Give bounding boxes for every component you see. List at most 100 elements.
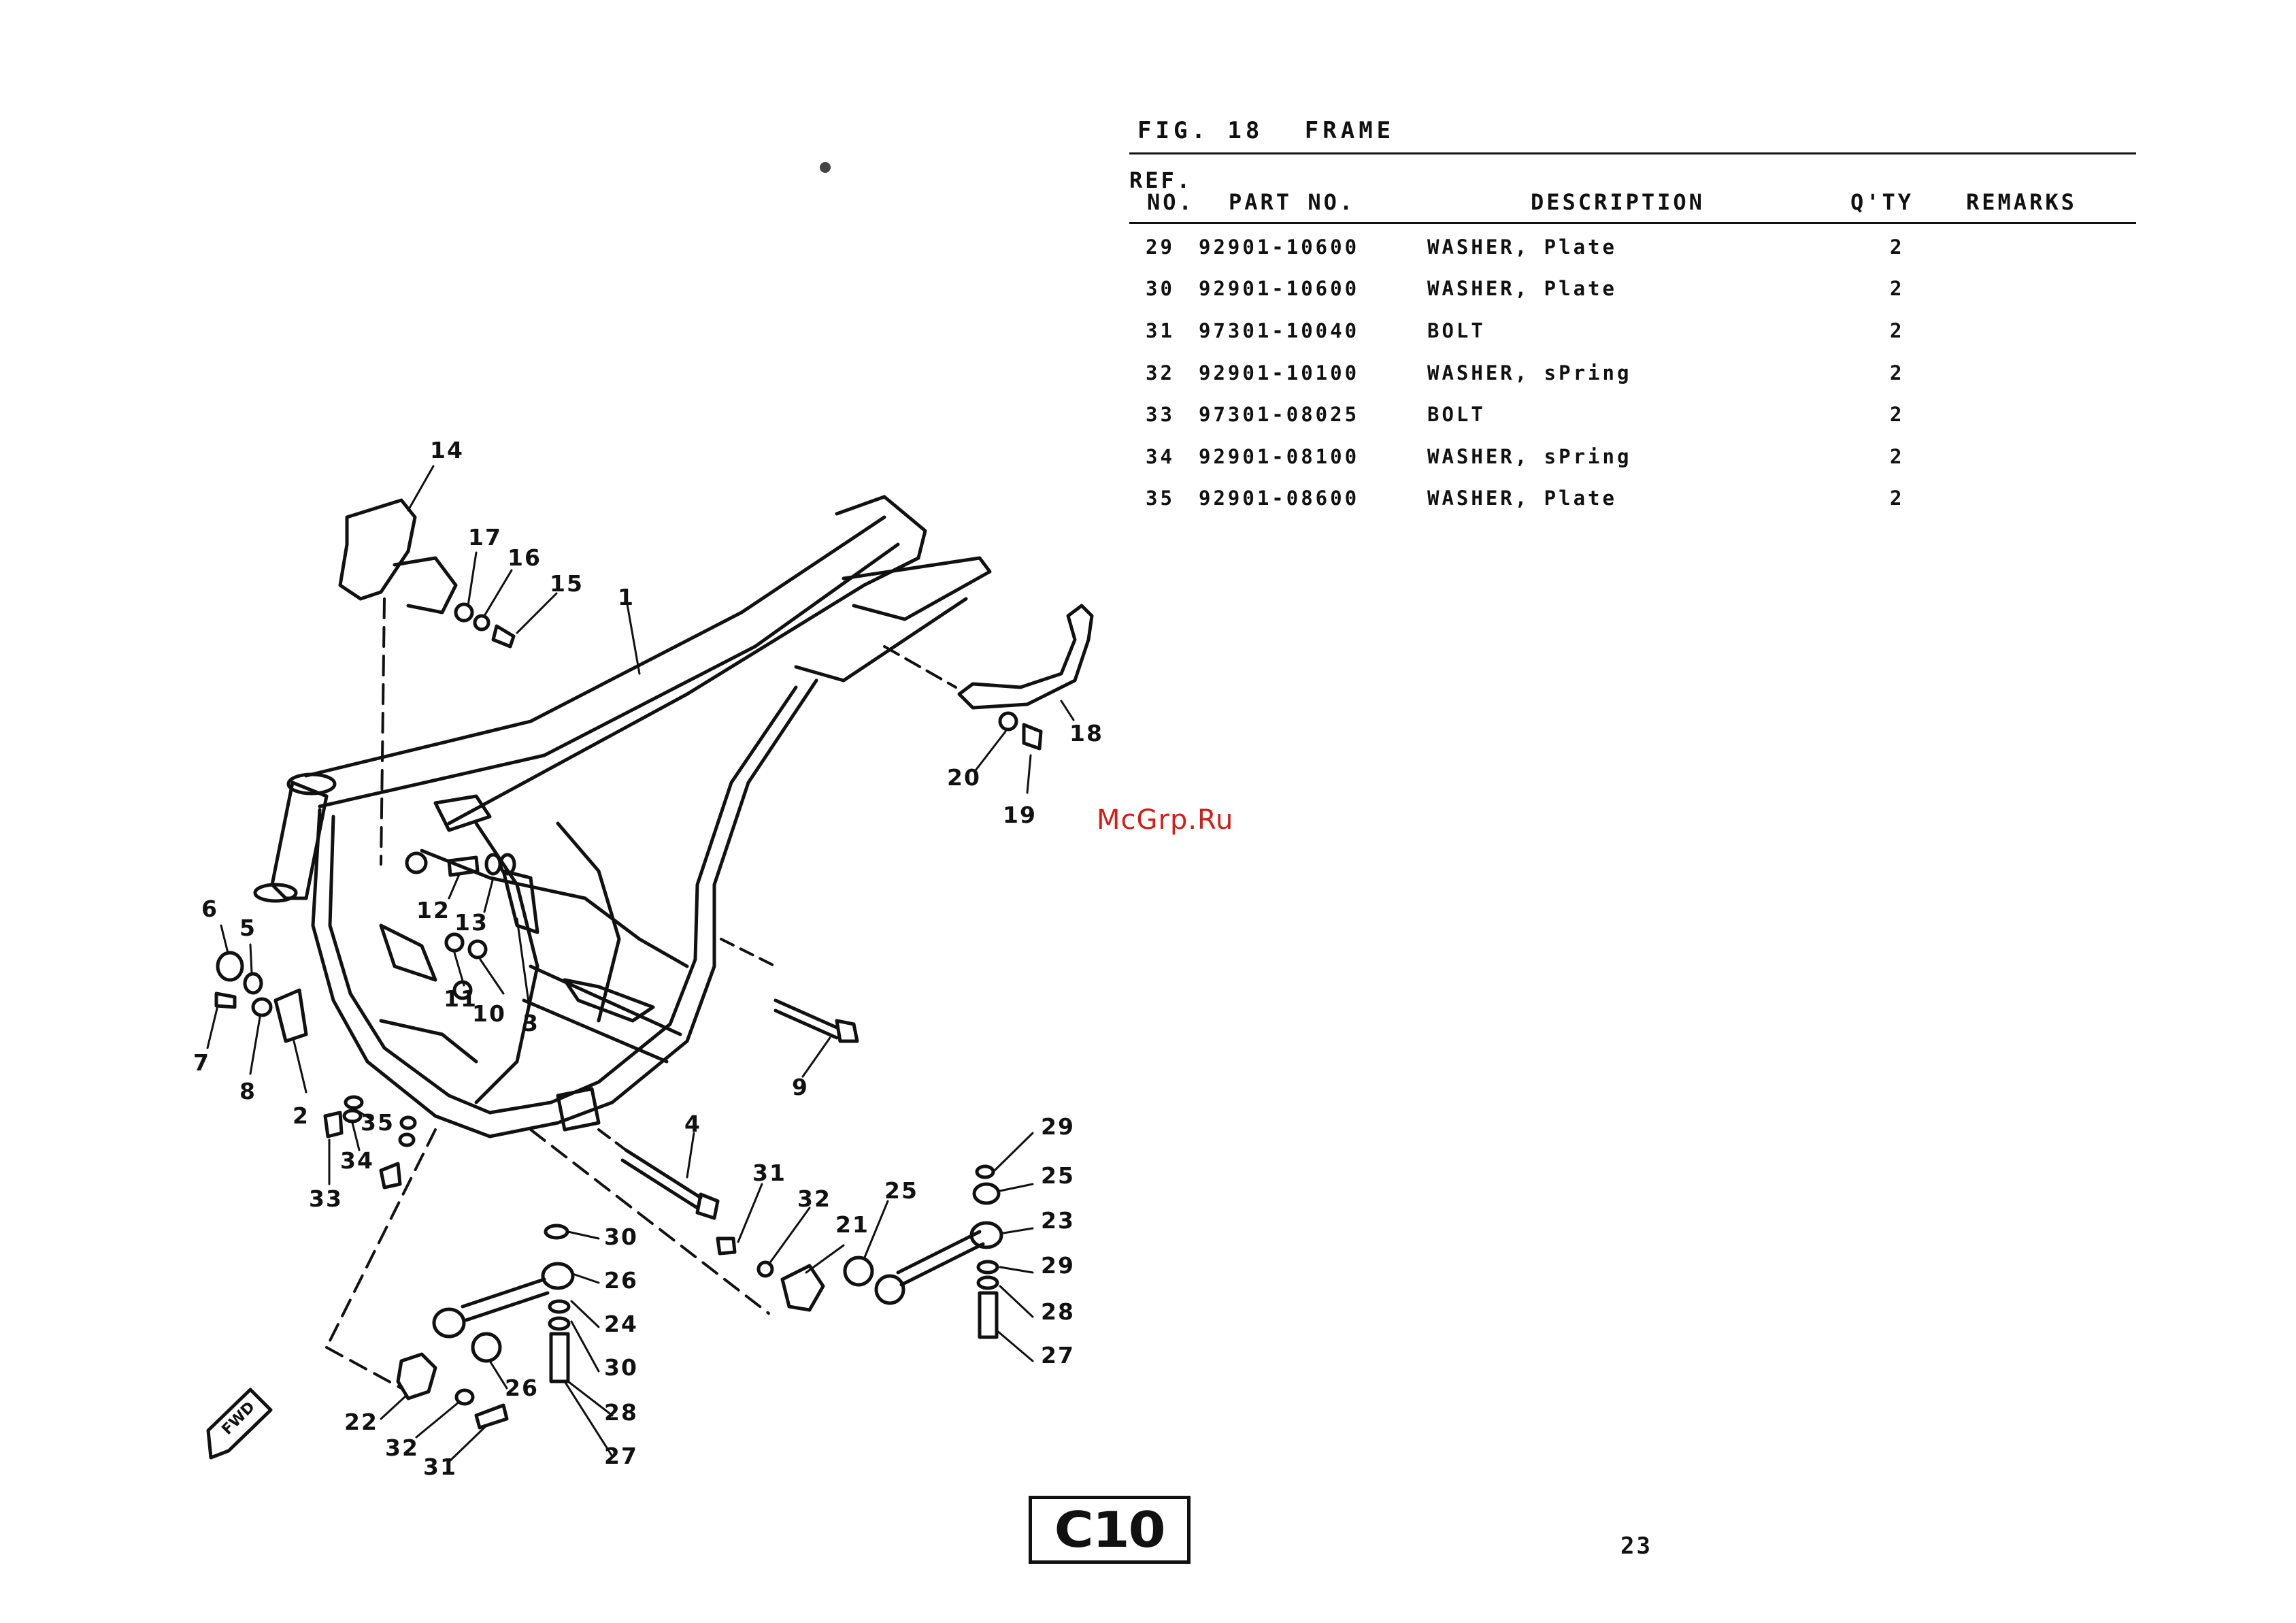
- watermark: McGrp.Ru: [1097, 804, 1234, 836]
- cell-part-no: 92901-10600: [1199, 235, 1360, 259]
- figure-title: FIG. 18 FRAME: [1137, 117, 1395, 144]
- link-assembly-right: [529, 1128, 1003, 1339]
- part-4-bolt: [597, 1128, 720, 1220]
- cell-description: BOLT: [1427, 403, 1486, 426]
- callout-label: 30: [604, 1354, 638, 1381]
- figure-name: FRAME: [1304, 117, 1395, 144]
- callout-label: 9: [792, 1074, 809, 1100]
- callout-label: 18: [1069, 720, 1103, 747]
- callout-label: 22: [344, 1409, 378, 1435]
- callout-label: 29: [1041, 1113, 1075, 1140]
- part-14-bracket: [338, 498, 458, 866]
- cell-description: BOLT: [1427, 319, 1486, 342]
- figure-label: FIG. 18: [1137, 117, 1264, 144]
- left-hardware: [214, 951, 308, 1043]
- callout-label: 21: [835, 1211, 869, 1238]
- header-ref-line1: REF.: [1129, 167, 1193, 193]
- page-number: 23: [1620, 1532, 1652, 1560]
- callout-label: 1: [618, 584, 635, 610]
- cell-description: WASHER, sPring: [1427, 445, 1632, 468]
- callout-label: 31: [423, 1454, 457, 1480]
- callout-label: 4: [684, 1111, 701, 1137]
- steering-head: [253, 772, 337, 903]
- callout-label: 24: [604, 1311, 638, 1337]
- cell-part-no: 92901-08100: [1199, 445, 1360, 468]
- callout-label: 17: [468, 524, 502, 551]
- cell-ref: 35: [1146, 487, 1175, 510]
- frame-top-rails: [304, 495, 992, 825]
- cell-qty: 2: [1890, 319, 1905, 342]
- cell-ref: 32: [1146, 361, 1175, 384]
- header-qty: Q'TY: [1850, 189, 1914, 215]
- cell-part-no: 97301-10040: [1199, 319, 1360, 342]
- callout-label: 10: [472, 1000, 506, 1027]
- callout-label: 29: [1041, 1252, 1075, 1279]
- callout-label: 32: [797, 1185, 831, 1212]
- callout-label: 13: [454, 909, 488, 936]
- frame-cradle: [311, 678, 818, 1138]
- cell-part-no: 97301-08025: [1199, 403, 1360, 426]
- cell-description: WASHER, sPring: [1427, 361, 1632, 384]
- callout-label: 16: [508, 544, 542, 571]
- cell-qty: 2: [1890, 487, 1905, 510]
- callout-label: 8: [239, 1078, 256, 1104]
- table-header-rule: [1129, 222, 2136, 224]
- parts-33-34-35: [323, 1095, 417, 1190]
- callout-label: 14: [430, 437, 464, 463]
- callout-label: 20: [947, 764, 981, 791]
- cell-qty: 2: [1890, 235, 1905, 259]
- callout-label: 34: [340, 1147, 374, 1174]
- cell-description: WASHER, Plate: [1427, 235, 1617, 259]
- callout-label: 27: [604, 1443, 638, 1469]
- callout-label: 33: [309, 1185, 343, 1212]
- cell-part-no: 92901-08600: [1199, 487, 1360, 510]
- cell-ref: 30: [1146, 277, 1175, 300]
- section-code: C10: [1054, 1501, 1166, 1558]
- callout-label: 11: [444, 985, 478, 1012]
- callout-label: 26: [604, 1267, 638, 1294]
- callout-label: 27: [1041, 1342, 1075, 1368]
- callout-label: 26: [505, 1375, 539, 1401]
- header-remarks: REMARKS: [1966, 189, 2077, 215]
- callout-label: 35: [361, 1109, 395, 1136]
- callout-label: 6: [201, 896, 218, 922]
- callout-label: 12: [416, 897, 450, 923]
- cell-qty: 2: [1890, 403, 1905, 426]
- header-part-no: PART NO.: [1229, 189, 1356, 215]
- cell-ref: 29: [1146, 235, 1175, 259]
- callout-label: 31: [752, 1160, 786, 1186]
- callout-label: 25: [884, 1177, 918, 1204]
- part-18-rear-stay: [883, 604, 1094, 751]
- cell-part-no: 92901-10600: [1199, 277, 1360, 300]
- cell-qty: 2: [1890, 445, 1905, 468]
- cell-qty: 2: [1890, 361, 1905, 384]
- header-description: DESCRIPTION: [1531, 189, 1705, 215]
- table-top-rule: [1129, 152, 2136, 154]
- callout-label: 25: [1041, 1162, 1075, 1189]
- callout-label: 19: [1003, 802, 1037, 828]
- cell-part-no: 92901-10100: [1199, 361, 1360, 384]
- cell-description: WASHER, Plate: [1427, 487, 1617, 510]
- callout-label: 32: [385, 1435, 419, 1461]
- callout-label: 7: [193, 1049, 210, 1076]
- callout-label: 3: [522, 1010, 539, 1036]
- callout-label: 15: [550, 570, 584, 597]
- parts-10-13: [444, 853, 516, 960]
- callout-label: 30: [604, 1224, 638, 1250]
- cell-ref: 34: [1146, 445, 1175, 468]
- callout-label: 28: [1041, 1298, 1075, 1325]
- callout-label: 23: [1041, 1207, 1075, 1234]
- callout-label: 2: [293, 1102, 310, 1129]
- fwd-arrow-shape: [206, 1388, 273, 1460]
- callout-leader-lines: [206, 465, 1075, 1463]
- cell-ref: 31: [1146, 319, 1175, 342]
- cell-description: WASHER, Plate: [1427, 277, 1617, 300]
- parts-15-16-17: [454, 602, 516, 649]
- callout-label: 28: [604, 1399, 638, 1426]
- cell-ref: 33: [1146, 403, 1175, 426]
- callout-label: 5: [239, 915, 256, 941]
- ink-speck: [820, 162, 831, 173]
- part-9-bolt: [720, 938, 859, 1043]
- section-code-box: C10: [1029, 1496, 1191, 1564]
